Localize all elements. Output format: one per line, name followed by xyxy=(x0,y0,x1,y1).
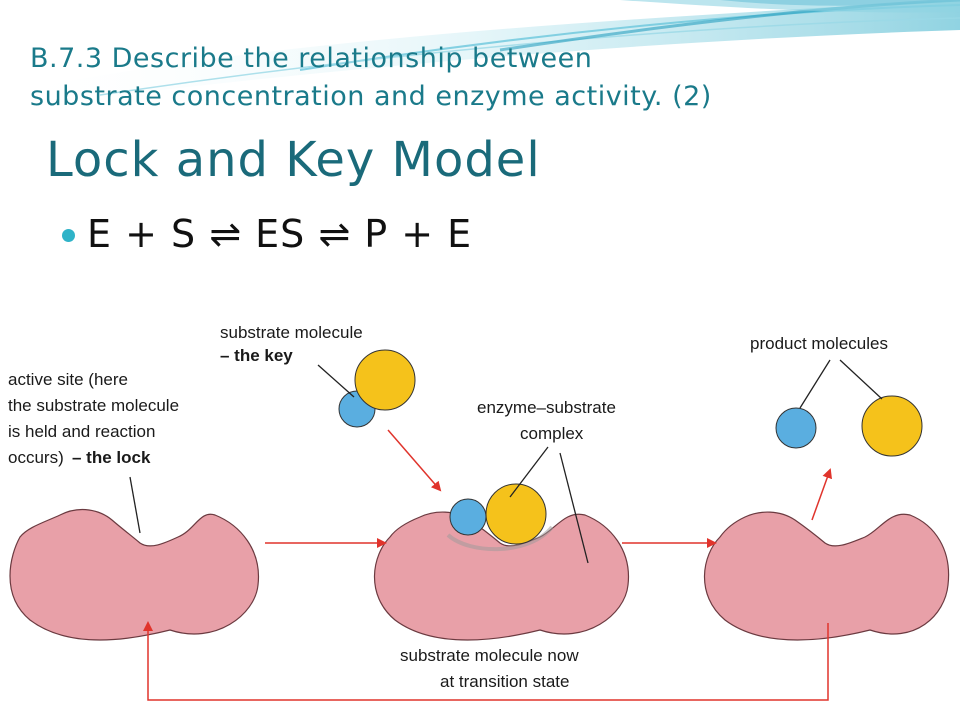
reaction-equation: E + S ⇌ ES ⇌ P + E xyxy=(87,212,473,256)
complex-shadow xyxy=(446,525,554,552)
arrow-recycle-loop xyxy=(143,621,829,701)
header-swoosh-decoration xyxy=(0,0,960,110)
pointer-line-active-site xyxy=(129,476,141,534)
substrate-yellow-circle-1 xyxy=(354,349,416,411)
label-active-line-4: occurs) xyxy=(8,448,64,467)
arrow-substrate-to-enzyme xyxy=(387,429,442,492)
label-transition-line-2: at transition state xyxy=(440,672,569,691)
label-active-line-1: active site (here xyxy=(8,370,128,389)
lock-and-key-diagram: substrate molecule – the key active site… xyxy=(8,323,950,701)
label-complex-line-2: complex xyxy=(520,424,584,443)
enzyme-shape-1 xyxy=(9,508,260,641)
product-blue-circle xyxy=(775,407,817,449)
pointer-line-complex-1 xyxy=(509,446,549,498)
pointer-line-product-1 xyxy=(799,359,831,409)
bullet-item: E + S ⇌ ES ⇌ P + E xyxy=(62,212,472,256)
substrate-blue-circle-2 xyxy=(449,498,487,536)
label-active-line-3: is held and reaction xyxy=(8,422,155,441)
enzyme-shape-3 xyxy=(703,511,950,641)
label-transition-line-1: substrate molecule now xyxy=(400,646,579,665)
arrow-product-release xyxy=(811,468,832,521)
label-substrate-line-2: – the key xyxy=(220,346,293,365)
pointer-line-substrate xyxy=(317,364,355,398)
pointer-line-product-2 xyxy=(839,359,883,400)
label-substrate-line-1: substrate molecule xyxy=(220,323,363,342)
substrate-yellow-circle-2 xyxy=(485,483,547,545)
label-complex-line-1: enzyme–substrate xyxy=(477,398,616,417)
pointer-line-complex-2 xyxy=(559,452,589,564)
label-active-line-2: the substrate molecule xyxy=(8,396,179,415)
slide-title: Lock and Key Model xyxy=(46,132,541,188)
slide-subtitle: B.7.3 Describe the relationship between … xyxy=(30,40,930,116)
product-yellow-circle xyxy=(861,395,923,457)
subtitle-line-1: B.7.3 Describe the relationship between xyxy=(30,43,593,74)
label-active-lock: – the lock xyxy=(72,448,151,467)
subtitle-line-2: substrate concentration and enzyme activ… xyxy=(30,81,712,112)
label-product: product molecules xyxy=(750,334,888,353)
bullet-dot-icon xyxy=(62,228,75,242)
